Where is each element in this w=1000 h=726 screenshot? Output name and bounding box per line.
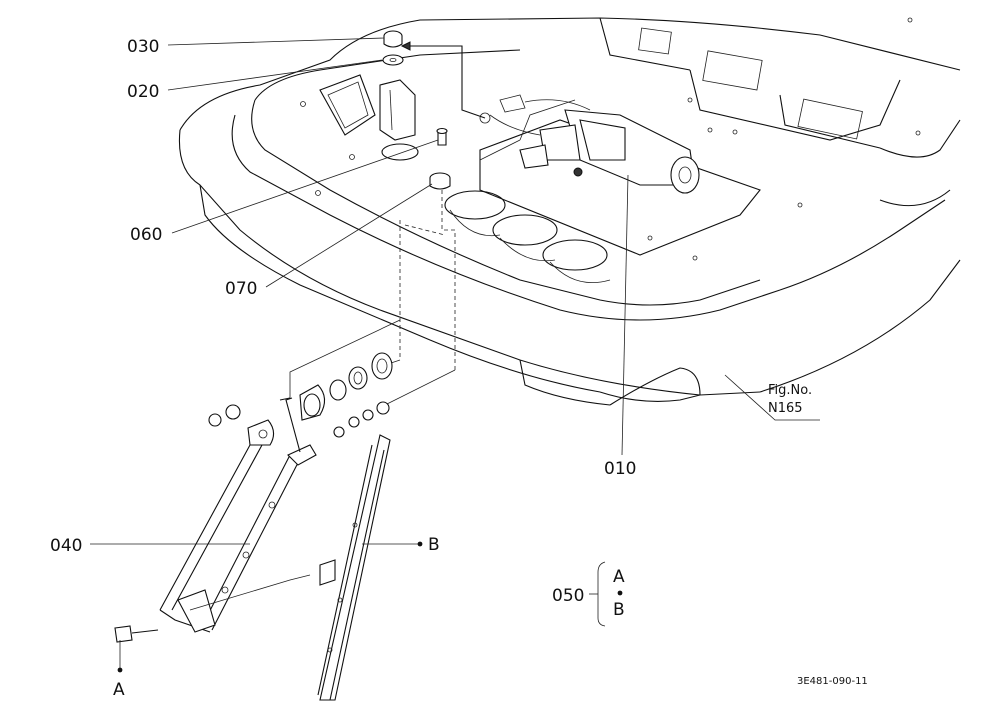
callout-020: 020 bbox=[127, 82, 159, 102]
brace-marker-a: A bbox=[613, 567, 625, 587]
pivot-parts bbox=[379, 30, 486, 190]
callout-030: 030 bbox=[127, 37, 159, 57]
wiper-blade bbox=[317, 434, 391, 701]
callout-070: 070 bbox=[225, 279, 257, 299]
guide-lines bbox=[289, 190, 456, 406]
callout-040: 040 bbox=[50, 536, 82, 556]
marker-b: B bbox=[428, 535, 440, 555]
callout-050: 050 bbox=[552, 586, 584, 606]
cab-body bbox=[178, 17, 961, 406]
brace-marker-b: B bbox=[613, 600, 625, 620]
washer-set bbox=[208, 352, 393, 438]
callout-010: 010 bbox=[604, 459, 636, 479]
wiper-motor bbox=[479, 94, 700, 194]
callout-060: 060 bbox=[130, 225, 162, 245]
marker-a: A bbox=[113, 680, 125, 700]
leader-lines bbox=[90, 37, 820, 673]
wiper-arm bbox=[114, 397, 317, 643]
drawing-code: 3E481-090-11 bbox=[797, 676, 868, 687]
callout-labels: 030 020 060 070 010 040 050 A B A B Fig.… bbox=[50, 37, 868, 700]
fig-number-value: N165 bbox=[768, 401, 803, 416]
fig-number-label: Fig.No. bbox=[768, 383, 812, 398]
